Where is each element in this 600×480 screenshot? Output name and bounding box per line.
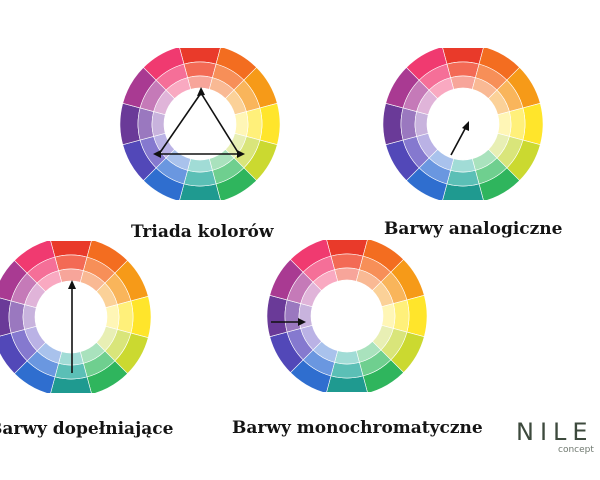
wheel-segment-inner-9 (22, 304, 37, 330)
wheel-segment-outer-3 (406, 294, 428, 338)
wheel-segment-inner-6 (334, 350, 360, 365)
complementary-color-wheel (0, 241, 152, 393)
wheel-segment-inner-3 (497, 111, 512, 137)
wheel-segment-inner-11 (312, 269, 339, 291)
wheel-segment-inner-6 (58, 351, 84, 366)
wheel-segment-middle-9 (284, 299, 302, 333)
wheel-segment-middle-6 (183, 169, 217, 187)
wheel-segment-inner-0 (450, 75, 476, 90)
triangle-arrows (153, 87, 245, 158)
wheel-segment-outer-3 (259, 102, 281, 146)
wheel-segment-inner-0 (187, 75, 213, 90)
wheel-segment-outer-3 (522, 102, 544, 146)
wheel-segment-middle-9 (137, 107, 155, 141)
caption-triad: Triada kolorów (131, 222, 274, 242)
analogous-arrow (450, 121, 469, 156)
wheel-segment-inner-9 (298, 303, 313, 329)
monochromatic-color-wheel (266, 240, 428, 392)
wheel-segment-inner-3 (381, 303, 396, 329)
nile-concept-logo: NILE concept (516, 418, 600, 462)
wheel-segment-middle-6 (446, 169, 480, 187)
wheel-segment-middle-6 (54, 362, 88, 380)
wheel-segment-inner-6 (187, 158, 213, 173)
wheel-segment-middle-9 (400, 107, 418, 141)
wheel-segment-outer-9 (266, 294, 288, 338)
wheel-segment-middle-3 (116, 300, 134, 334)
wheel-segment-middle-6 (330, 361, 364, 379)
wheel-segment-middle-3 (245, 107, 263, 141)
color-wheel-rings (266, 240, 428, 392)
wheel-segment-inner-11 (36, 270, 63, 292)
wheel-segment-inner-0 (58, 268, 84, 283)
complementary-arrow (68, 280, 76, 373)
monochromatic-arrow (271, 318, 306, 326)
caption-complementary: Barwy dopełniające (0, 419, 174, 439)
wheel-segment-inner-11 (165, 77, 192, 99)
wheel-segment-middle-0 (446, 61, 480, 79)
wheel-segment-middle-0 (330, 253, 364, 271)
wheel-segment-middle-9 (8, 300, 26, 334)
caption-monochromatic: Barwy monochromatyczne (232, 418, 483, 438)
wheel-segment-inner-3 (105, 304, 120, 330)
wheel-segment-middle-0 (54, 254, 88, 272)
wheel-segment-inner-9 (414, 111, 429, 137)
color-wheel-rings (382, 48, 544, 200)
wheel-segment-middle-3 (392, 299, 410, 333)
wheel-segment-outer-9 (382, 102, 404, 146)
wheel-segment-inner-3 (234, 111, 249, 137)
logo-subtitle: concept (558, 445, 594, 455)
wheel-segment-middle-0 (183, 61, 217, 79)
wheel-segment-inner-11 (428, 77, 455, 99)
color-wheel-rings (0, 241, 152, 393)
wheel-segment-inner-0 (334, 267, 360, 282)
caption-analogous: Barwy analogiczne (384, 219, 563, 239)
logo-wordmark: NILE (516, 418, 594, 446)
wheel-segment-inner-6 (450, 158, 476, 173)
wheel-segment-outer-9 (119, 102, 141, 146)
triad-color-wheel (119, 48, 281, 200)
wheel-segment-middle-3 (508, 107, 526, 141)
wheel-segment-outer-3 (130, 295, 152, 339)
analogous-color-wheel (382, 48, 544, 200)
wheel-segment-inner-9 (151, 111, 166, 137)
color-wheel-rings (119, 48, 281, 200)
